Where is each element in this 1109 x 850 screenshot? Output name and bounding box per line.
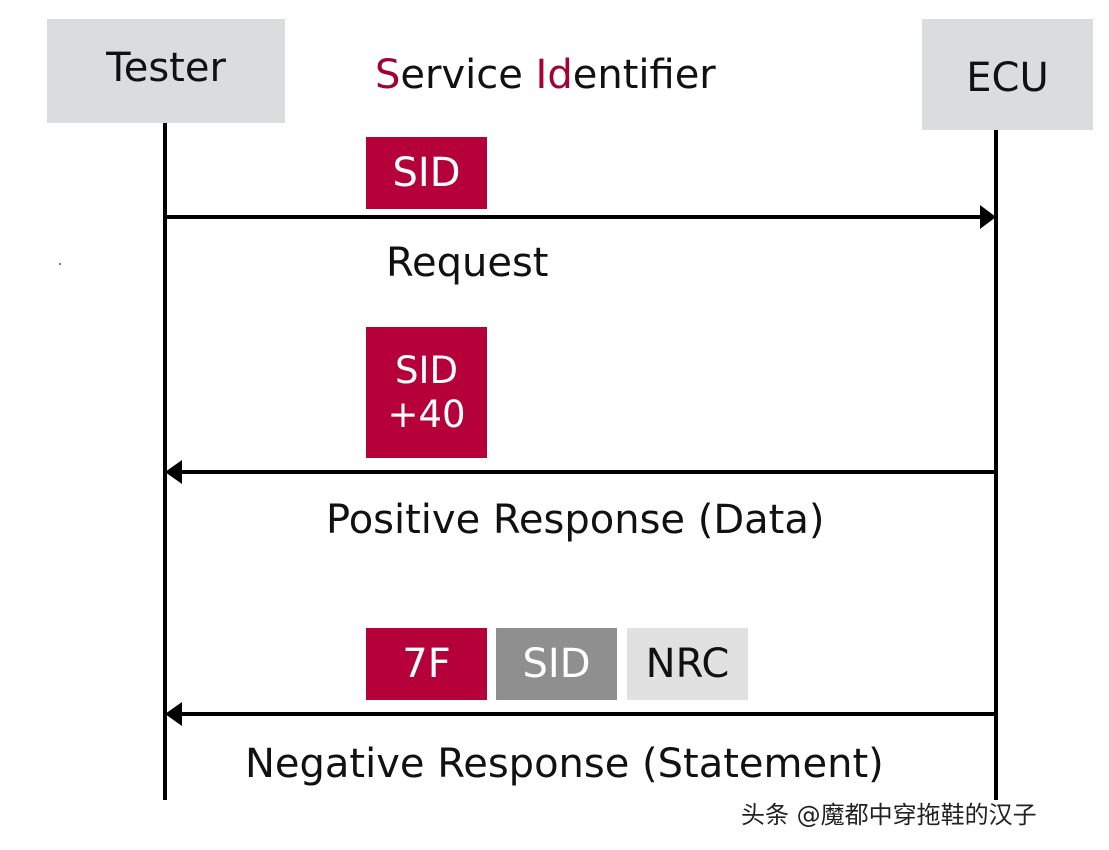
ecu-actor-box: ECU xyxy=(922,19,1093,130)
positive-sid-plus-40-block: SID +40 xyxy=(366,327,487,458)
negative-7f-block: 7F xyxy=(366,628,487,700)
tester-label: Tester xyxy=(106,45,226,91)
tester-lifeline xyxy=(163,123,167,800)
request-label: Request xyxy=(386,240,549,286)
negative-nrc-block: NRC xyxy=(627,628,748,700)
ecu-lifeline xyxy=(994,130,998,800)
negative-response-label: Negative Response (Statement) xyxy=(245,741,884,787)
diagram-title: Service Identifier xyxy=(375,52,716,98)
positive-response-arrow xyxy=(165,460,996,484)
negative-response-arrow xyxy=(165,702,996,726)
ecu-label: ECU xyxy=(966,54,1049,101)
watermark-text: 头条 @魔都中穿拖鞋的汉子 xyxy=(741,801,1037,829)
request-arrow xyxy=(165,205,996,229)
request-sid-block: SID xyxy=(366,137,487,209)
negative-sid-block: SID xyxy=(496,628,617,700)
stray-dot xyxy=(59,263,61,265)
title-highlight-s: S xyxy=(375,52,401,98)
title-text-entifier: entifier xyxy=(572,52,716,98)
title-highlight-id: Id xyxy=(535,52,573,98)
positive-response-label: Positive Response (Data) xyxy=(326,497,825,543)
title-text-ervice: ervice xyxy=(400,52,536,98)
tester-actor-box: Tester xyxy=(47,19,285,123)
